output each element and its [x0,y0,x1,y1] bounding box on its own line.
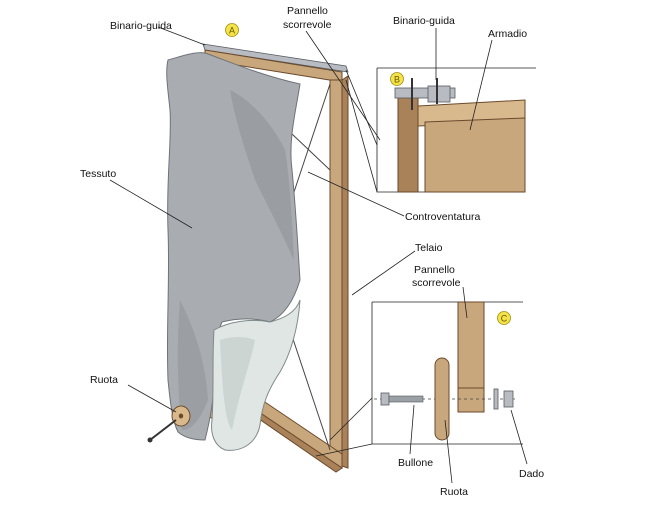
svg-text:C: C [501,314,508,324]
label-dado: Dado [519,468,544,480]
label-pannello-c-line2: scorrevole [412,277,461,289]
badge-b: B [390,72,404,86]
label-bullone: Bullone [398,457,433,469]
detail-b-guide-rail [394,87,456,99]
badge-a: A [225,23,239,37]
bracing-wire-lower [289,329,331,451]
label-armadio: Armadio [488,28,527,40]
label-ruota-main: Ruota [90,374,118,386]
detail-c-panel [315,301,523,457]
detail-c-bolt-shaft [388,395,424,403]
detail-b-rail-bracket [427,85,451,103]
detail-c-panel-upright [457,301,485,413]
label-binario-guida-detail: Binario-guida [393,15,455,27]
fabric-cover [166,52,301,451]
label-controventatura: Controventatura [405,211,480,223]
detail-c-washer [493,388,499,410]
detail-c-bolt-head [380,392,390,406]
label-tessuto: Tessuto [80,168,116,180]
frame-right-stile [329,79,343,467]
main-wheel [147,405,191,443]
svg-text:B: B [394,75,400,85]
label-telaio: Telaio [415,242,443,254]
fabric-shading-lower [177,300,208,430]
detail-c-nut [503,390,514,408]
svg-text:A: A [229,26,235,36]
badge-c: C [497,311,511,325]
top-guide-rail [202,43,349,73]
detail-b-panel [345,67,536,193]
labels: Binario-guida Pannello scorrevole Binari… [80,5,544,498]
detail-b-panel-upright [397,91,419,193]
label-pannello-c-line1: Pannello [414,264,455,276]
leader-lines [109,26,528,484]
fabric-shading [230,90,294,260]
detail-b-cabinet-body [424,117,526,193]
label-ruota-detail: Ruota [440,486,468,498]
label-binario-guida-main: Binario-guida [110,20,172,32]
label-pannello-top-line2: scorrevole [283,19,332,31]
label-pannello-top-line1: Pannello [287,5,328,17]
main-wheel-bolt [149,419,177,441]
frame-right-stile-side [341,75,349,469]
detail-c-wheel [434,357,450,441]
fabric-lining-shade [220,337,255,430]
